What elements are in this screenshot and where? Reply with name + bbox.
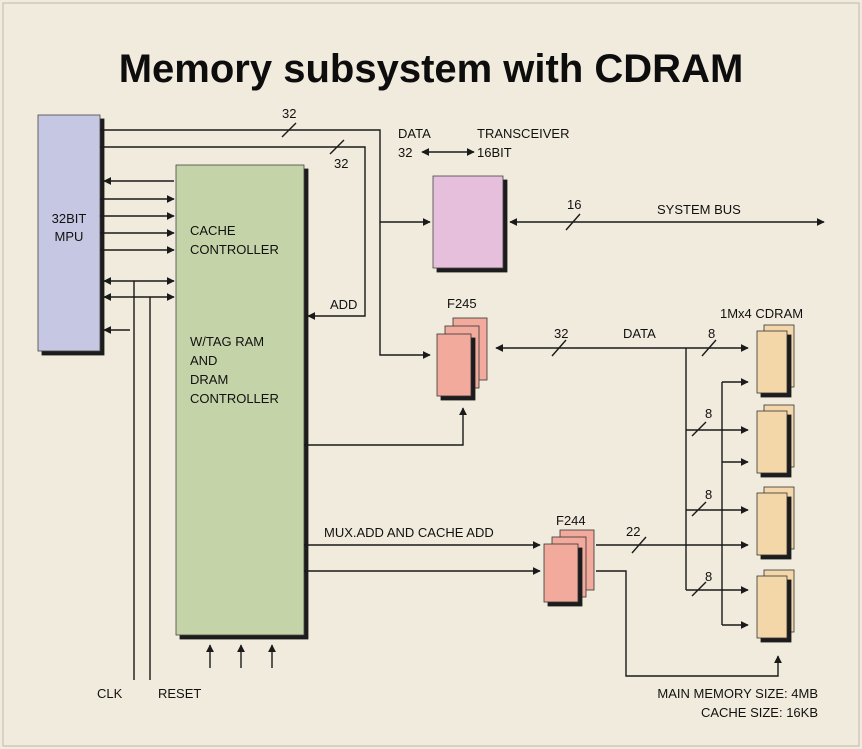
chip-width-3-slash [691,501,707,517]
controller-label-line4: AND [190,353,217,368]
cdram-label: 1Mx4 CDRAM [720,306,803,321]
cdram-chip-1 [756,324,795,394]
mux-address-label: MUX.ADD AND CACHE ADD [324,525,494,540]
data-bus-slash [551,339,567,357]
controller-label-line3: W/TAG RAM [190,334,264,349]
f244-label: F244 [556,513,586,528]
controller-label-line6: CONTROLLER [190,391,279,406]
f244-chip-front [543,543,579,603]
controller-label-line5: DRAM [190,372,228,387]
transceiver-label: TRANSCEIVER [477,126,569,141]
data-bus-width: 32 [554,326,568,341]
data-bus-label: DATA [623,326,656,341]
chip-width-2: 8 [705,406,712,421]
controller-label-line1: CACHE [190,223,236,238]
add-line [307,305,366,320]
chip-width-1-slash [701,339,717,357]
f244-to-cdram-control [596,570,782,677]
address-bus-width: 22 [626,524,640,539]
cdram-chip-3 [756,486,795,556]
chip-width-1: 8 [708,326,715,341]
mpu-bus-b-slash [329,139,345,155]
reset-label: RESET [158,686,201,701]
cache-size-note: CACHE SIZE: 16KB [701,705,818,720]
system-bus-width: 16 [567,197,581,212]
mpu-bus-a-slash [281,122,297,138]
address-bus-slash [631,536,647,554]
add-label: ADD [330,297,357,312]
transceiver-data-label: DATA [398,126,431,141]
mpu-label-line2: MPU [55,229,84,244]
chip-width-4-slash [691,581,707,597]
transceiver-block [432,175,504,269]
main-memory-note: MAIN MEMORY SIZE: 4MB [657,686,818,701]
controller-to-f245 [304,407,467,446]
cdram-chip-4 [756,569,795,639]
mpu-bus-a [100,129,431,226]
mpu-label-line1: 32BIT [52,211,87,226]
cdram-chip-2 [756,404,795,474]
mpu-block [37,114,101,352]
diagram-title: Memory subsystem with CDRAM [119,47,744,91]
f245-chip-front [436,333,472,397]
chip-width-2-slash [691,421,707,437]
transceiver-right-width: 16BIT [477,145,512,160]
system-bus-slash [565,213,581,231]
mpu-bus-a-width: 32 [282,106,296,121]
cache-controller-block [175,164,305,636]
mpu-bus-b-width: 32 [334,156,348,171]
mpu-bus-b [100,146,366,305]
system-bus-label: SYSTEM BUS [657,202,741,217]
f245-label: F245 [447,296,477,311]
controller-label-line2: CONTROLLER [190,242,279,257]
transceiver-left-width: 32 [398,145,412,160]
clk-label: CLK [97,686,123,701]
chip-width-3: 8 [705,487,712,502]
chip-width-4: 8 [705,569,712,584]
mpu-bus-b-to-f245 [379,222,431,359]
